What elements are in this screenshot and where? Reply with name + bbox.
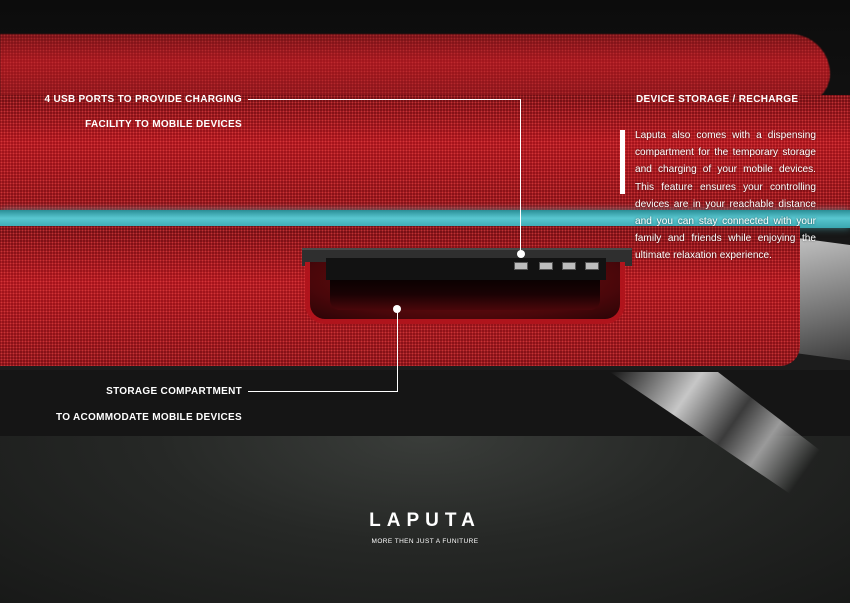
brand-name: LAPUTA <box>369 510 481 531</box>
usb-callout-label: 4 USB PORTS TO PROVIDE CHARGING <box>44 94 242 105</box>
storage-callout-label: TO ACOMMODATE MOBILE DEVICES <box>56 412 242 423</box>
usb-panel <box>326 258 606 280</box>
feature-heading: DEVICE STORAGE / RECHARGE <box>636 94 799 105</box>
storage-callout-line <box>248 391 398 392</box>
middle-cushion <box>0 95 850 213</box>
usb-port <box>514 262 528 270</box>
usb-port <box>585 262 599 270</box>
feature-description: Laputa also comes with a dispensing comp… <box>635 130 816 262</box>
storage-callout-line <box>397 309 398 392</box>
usb-callout-dot <box>517 250 525 258</box>
usb-port <box>562 262 576 270</box>
brand-tagline: MORE THEN JUST A FUNITURE <box>371 538 479 545</box>
teal-light-strip <box>0 210 850 228</box>
usb-callout-line <box>520 99 521 253</box>
upper-cushion <box>0 34 830 104</box>
usb-callout-line <box>248 99 521 100</box>
accent-bar <box>620 130 625 194</box>
usb-callout-label: FACILITY TO MOBILE DEVICES <box>85 119 242 130</box>
storage-callout-label: STORAGE COMPARTMENT <box>106 386 242 397</box>
floor <box>0 436 850 603</box>
usb-port <box>539 262 553 270</box>
